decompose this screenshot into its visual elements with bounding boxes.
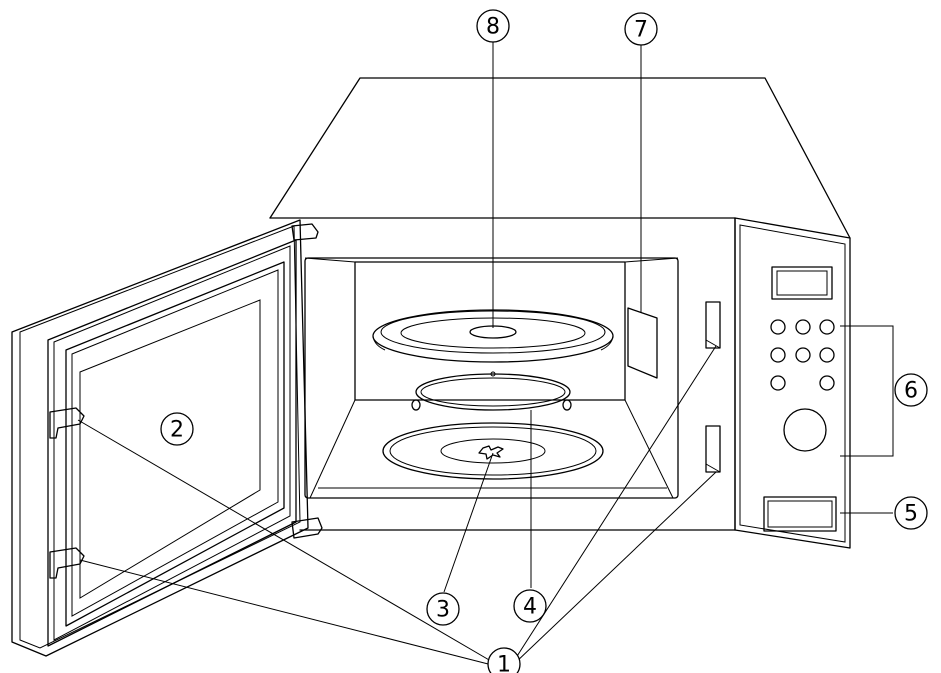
callout-8-label: 8 [486, 15, 500, 40]
door-latch-lower [705, 425, 721, 473]
waveguide-cover [627, 307, 658, 379]
callout-5: 5 [894, 496, 928, 530]
control-panel [734, 217, 851, 549]
oven-cavity [304, 257, 679, 499]
door-latch-upper [705, 301, 721, 349]
cabinet [269, 77, 851, 531]
callout-1: 1 [487, 647, 521, 673]
callout-8: 8 [476, 9, 510, 43]
callout-7: 7 [624, 12, 658, 46]
door [11, 219, 309, 657]
callout-3-label: 3 [436, 598, 450, 623]
callout-6: 6 [894, 373, 928, 407]
callout-3: 3 [426, 592, 460, 626]
callout-2-label: 2 [170, 418, 184, 443]
callout-4: 4 [513, 589, 547, 623]
callout-5-label: 5 [904, 502, 918, 527]
callout-6-label: 6 [904, 379, 918, 404]
callout-2: 2 [160, 412, 194, 446]
callout-1-label: 1 [497, 653, 511, 673]
turntable-floor [382, 422, 604, 480]
callout-7-label: 7 [634, 18, 648, 43]
callout-4-label: 4 [523, 595, 537, 620]
leader-lines [77, 40, 894, 667]
roller-ring [411, 371, 572, 411]
